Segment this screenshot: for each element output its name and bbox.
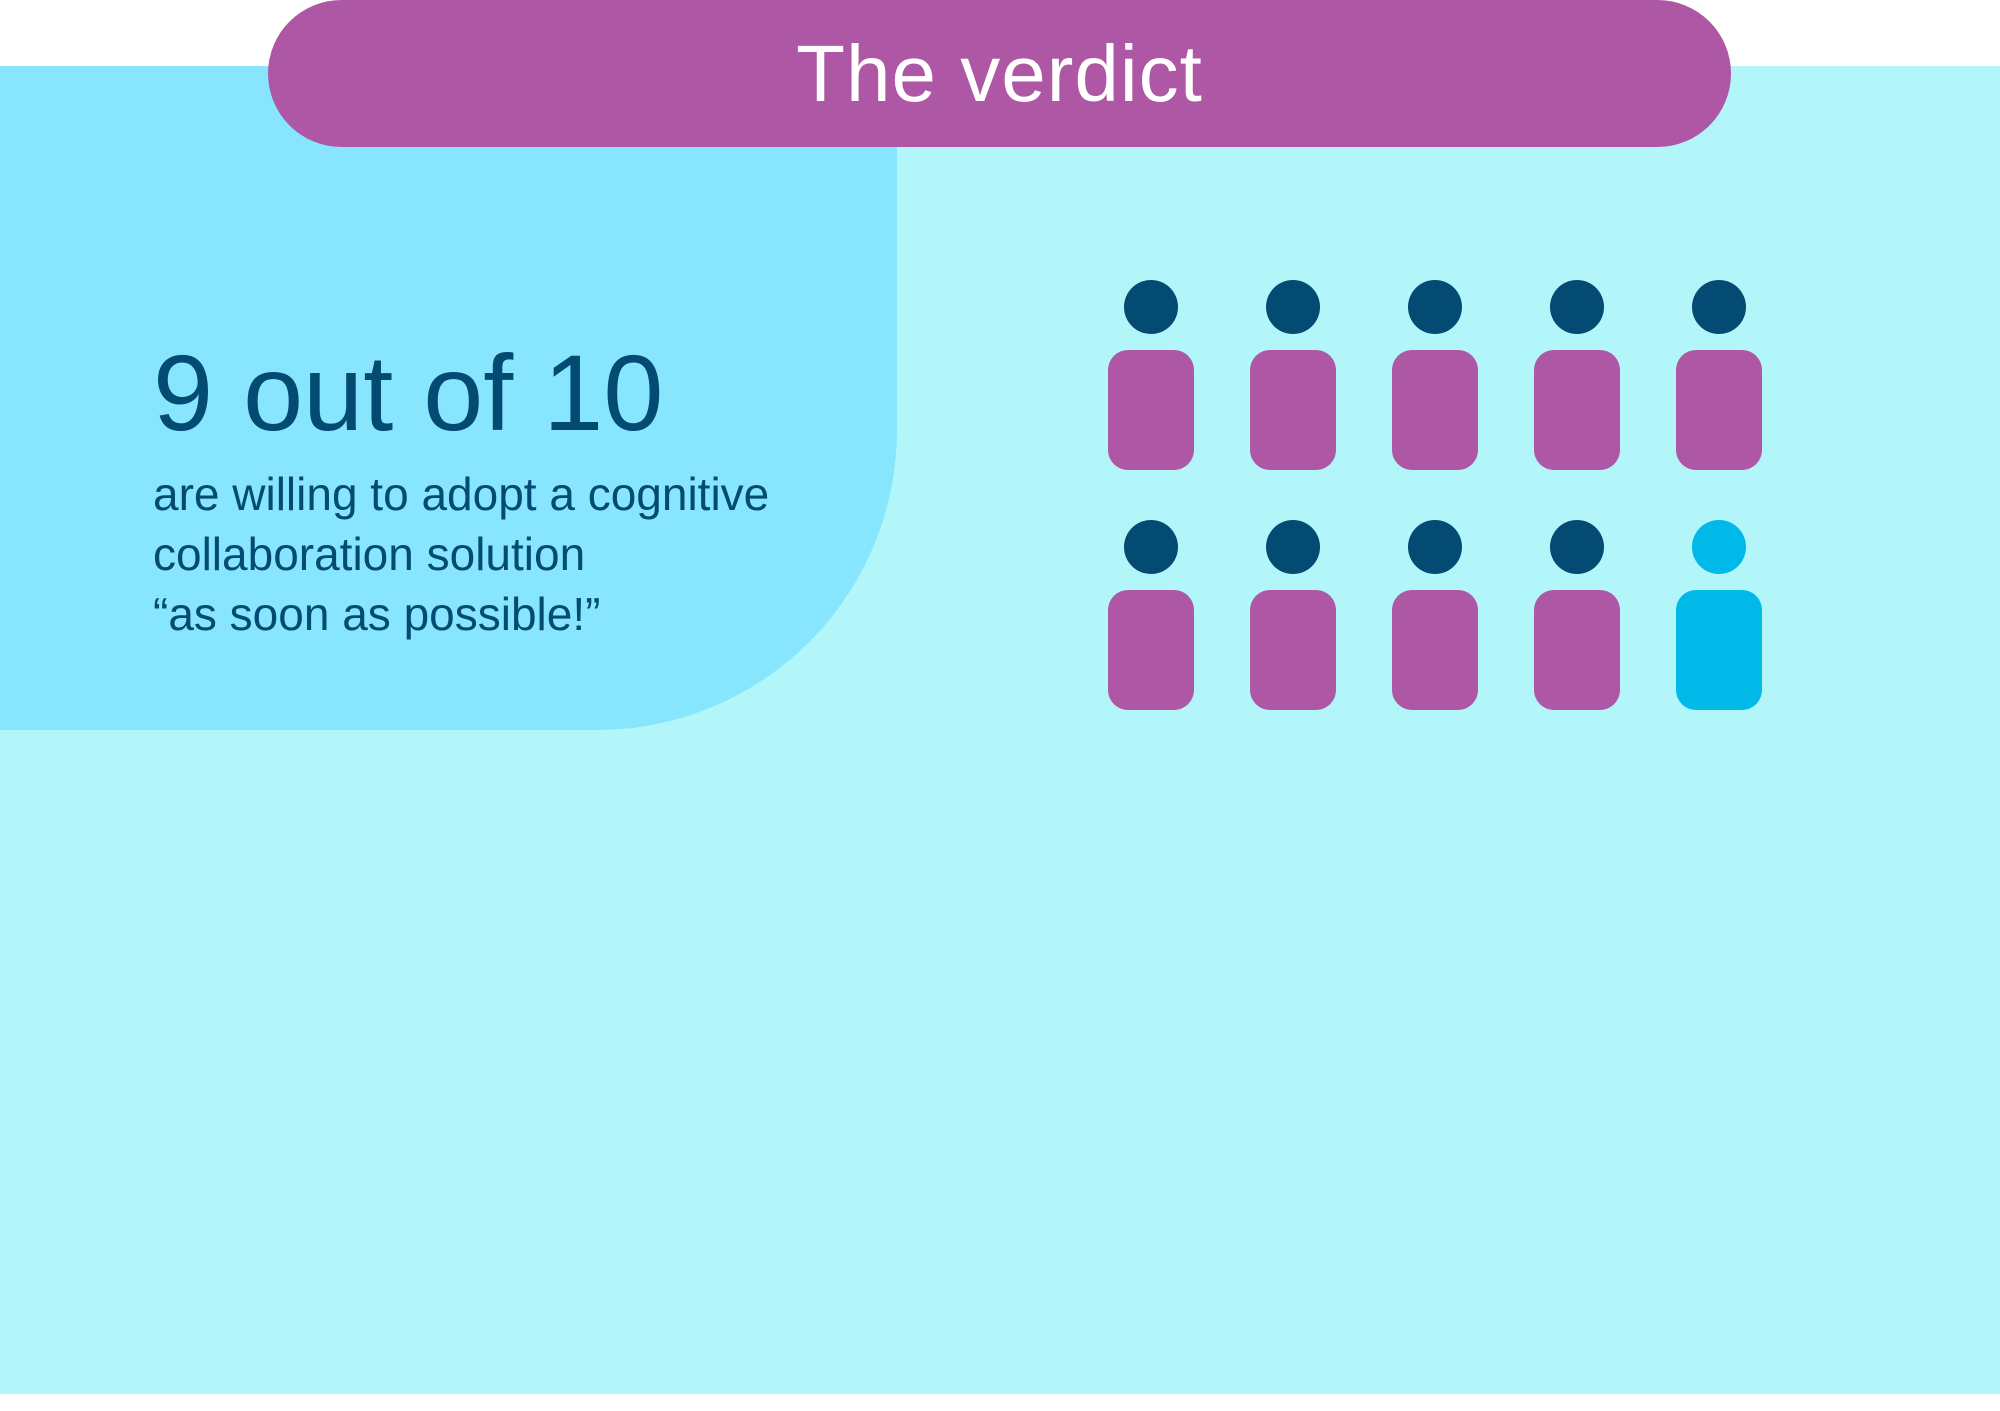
person-head bbox=[1124, 520, 1178, 574]
stat-headline: 9 out of 10 bbox=[153, 332, 664, 453]
person-body bbox=[1676, 350, 1762, 470]
page-title: The verdict bbox=[796, 28, 1203, 118]
person-icon-willing bbox=[1250, 280, 1336, 470]
person-head bbox=[1266, 520, 1320, 574]
verdict-panel: 9 out of 10 are willing to adopt a cogni… bbox=[0, 66, 2000, 1394]
person-body bbox=[1392, 350, 1478, 470]
person-body bbox=[1534, 350, 1620, 470]
person-icon-willing bbox=[1250, 520, 1336, 710]
title-banner: The verdict bbox=[268, 0, 1731, 147]
person-head bbox=[1692, 280, 1746, 334]
person-body bbox=[1108, 590, 1194, 710]
person-head bbox=[1692, 520, 1746, 574]
person-body bbox=[1250, 590, 1336, 710]
person-icon-willing bbox=[1534, 520, 1620, 710]
person-body bbox=[1108, 350, 1194, 470]
person-icon-willing bbox=[1392, 280, 1478, 470]
person-head bbox=[1408, 520, 1462, 574]
person-head bbox=[1550, 280, 1604, 334]
person-icon-willing bbox=[1534, 280, 1620, 470]
person-body bbox=[1534, 590, 1620, 710]
person-icon-willing bbox=[1108, 280, 1194, 470]
person-head bbox=[1550, 520, 1604, 574]
person-body bbox=[1392, 590, 1478, 710]
person-icon-willing bbox=[1392, 520, 1478, 710]
person-head bbox=[1266, 280, 1320, 334]
person-icon-willing bbox=[1676, 280, 1762, 470]
stat-description-line-3: “as soon as possible!” bbox=[153, 588, 601, 640]
stat-description-line-2: collaboration solution bbox=[153, 528, 586, 580]
person-body bbox=[1676, 590, 1762, 710]
person-body bbox=[1250, 350, 1336, 470]
people-pictogram bbox=[1108, 280, 1768, 720]
highlight-blob bbox=[0, 66, 897, 730]
person-head bbox=[1124, 280, 1178, 334]
stat-description: are willing to adopt a cognitive collabo… bbox=[153, 464, 873, 644]
person-icon-other bbox=[1676, 520, 1762, 710]
person-icon-willing bbox=[1108, 520, 1194, 710]
stat-description-line-1: are willing to adopt a cognitive bbox=[153, 468, 770, 520]
person-head bbox=[1408, 280, 1462, 334]
